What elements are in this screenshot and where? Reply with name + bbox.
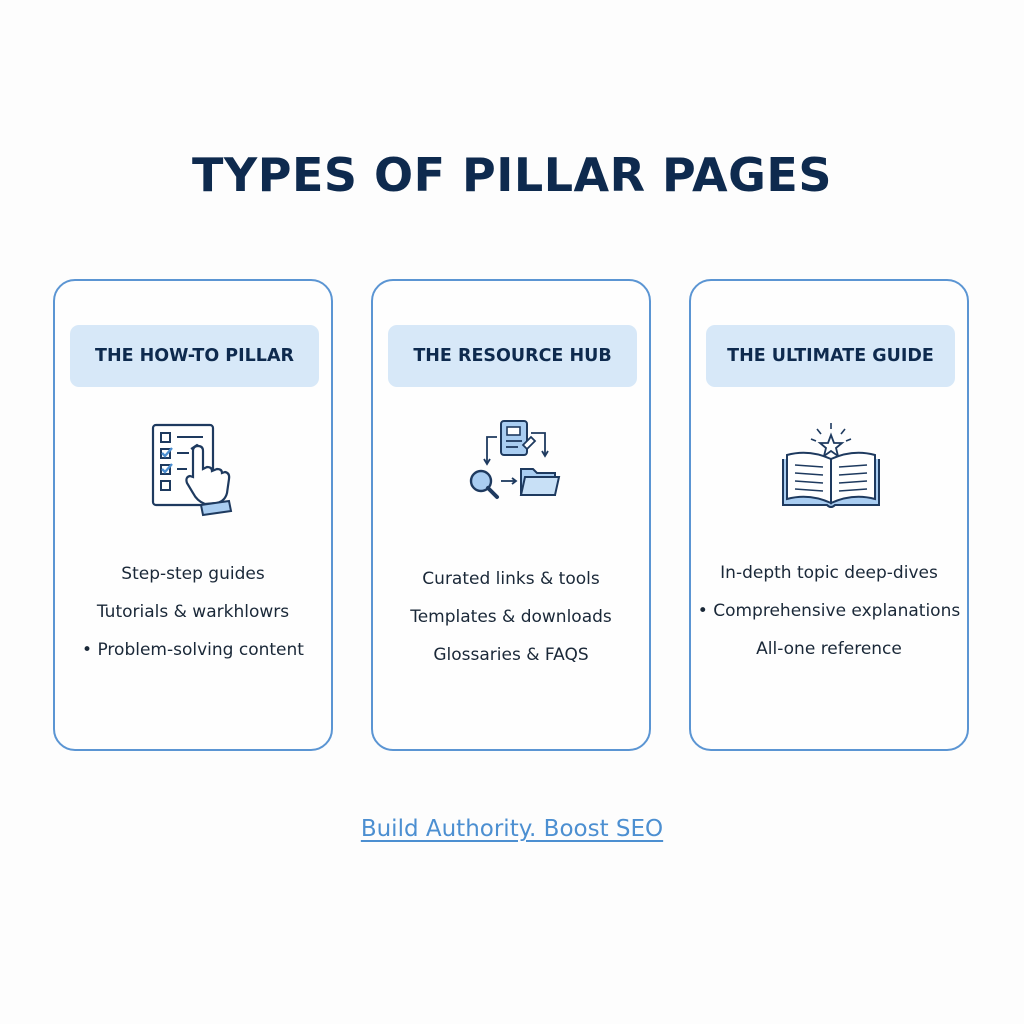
tagline-link[interactable]: Build Authority. Boost SEO (360, 816, 664, 842)
card-heading: THE ULTIMATE GUIDE (706, 325, 955, 387)
bullet-list: Step-step guides Tutorials & warkhlowrs … (55, 555, 331, 669)
list-item: Tutorials & warkhlowrs (96, 602, 290, 622)
card-resource-hub: THE RESOURCE HUB Curated links & tools T… (371, 279, 651, 751)
list-item: All-one reference (756, 639, 902, 659)
page-title: TYPES OF PILLAR PAGES (192, 148, 832, 202)
card-heading: THE HOW-TO PILLAR (70, 325, 319, 387)
list-item: Templates & downloads (410, 607, 612, 627)
card-how-to-pillar: THE HOW-TO PILLAR Step-step guides Tutor… (53, 279, 333, 751)
card-heading: THE RESOURCE HUB (388, 325, 637, 387)
resource-search-folder-icon (469, 420, 561, 499)
bullet-list: Curated links & tools Templates & downlo… (373, 560, 649, 674)
card-ultimate-guide: THE ULTIMATE GUIDE In-depth topic deep-d… (689, 279, 969, 751)
tagline: Build Authority. Boost SEO (0, 812, 1024, 846)
list-item: Step-step guides (121, 564, 265, 584)
checklist-hand-icon (151, 423, 233, 517)
list-item: Curated links & tools (422, 569, 600, 589)
list-item: In-depth topic deep-dives (720, 563, 938, 583)
list-item: • Comprehensive explanations (697, 601, 961, 621)
bullet-list: In-depth topic deep-dives • Comprehensiv… (691, 554, 967, 668)
open-book-star-icon (782, 423, 880, 508)
list-item: • Problem-solving content (82, 640, 304, 660)
list-item: Glossaries & FAQS (433, 645, 589, 665)
